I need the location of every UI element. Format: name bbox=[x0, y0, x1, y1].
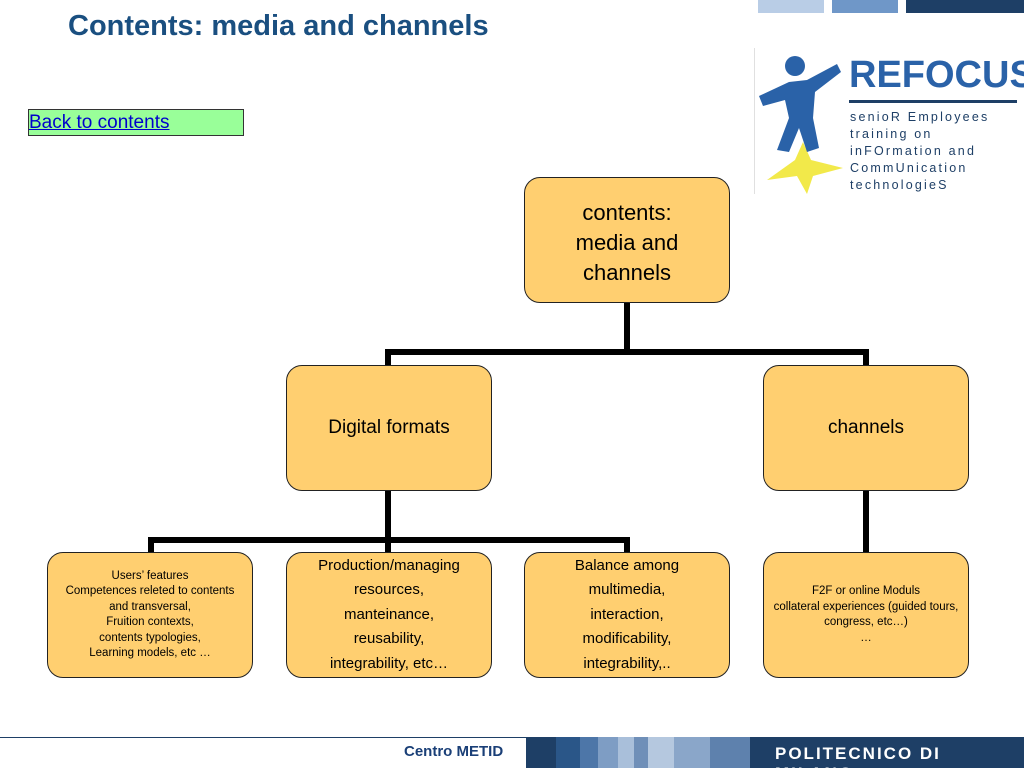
footer-centro-metid: Centro METID bbox=[404, 743, 504, 760]
node-users-features-label: Users’ features Competences releted to c… bbox=[65, 569, 235, 660]
logo-divider bbox=[849, 100, 1017, 103]
footer-band-8 bbox=[674, 737, 710, 768]
footer-politecnico-brand: POLITECNICO DI MILANO bbox=[775, 744, 941, 783]
diagram-connectors bbox=[148, 299, 869, 556]
refocus-logo-title: REFOCUS bbox=[849, 54, 1024, 96]
node-balance-label: Balance among multimedia, interaction, m… bbox=[574, 556, 680, 672]
footer-band-10 bbox=[750, 737, 1024, 768]
node-f2f-label: F2F or online Moduls collateral experien… bbox=[773, 585, 959, 644]
footer-band-9 bbox=[710, 737, 750, 768]
node-channels-label: channels bbox=[827, 417, 905, 438]
top-bar-mid bbox=[832, 0, 898, 13]
top-bar-dark bbox=[906, 0, 1024, 13]
logo-line-3: inFOrmation and bbox=[850, 144, 977, 158]
node-production-label: Production/managing resources, manteinan… bbox=[318, 556, 460, 672]
node-balance: Balance among multimedia, interaction, m… bbox=[524, 552, 730, 678]
footer-band-7 bbox=[648, 737, 674, 768]
node-digital-formats: Digital formats bbox=[286, 365, 492, 491]
footer-band-3 bbox=[580, 737, 598, 768]
page-title: Contents: media and channels bbox=[68, 10, 489, 42]
node-f2f: F2F or online Moduls collateral experien… bbox=[763, 552, 969, 678]
logo-line-1: senioR Employees bbox=[850, 110, 990, 124]
node-root-label: contents: media and channels bbox=[575, 200, 679, 285]
node-digital-formats-label: Digital formats bbox=[328, 417, 450, 438]
logo-line-2: training on bbox=[850, 127, 933, 141]
logo-line-4: CommUnication bbox=[850, 161, 968, 175]
node-channels: channels bbox=[763, 365, 969, 491]
node-users-features: Users’ features Competences releted to c… bbox=[47, 552, 253, 678]
footer-band-1 bbox=[526, 737, 556, 768]
back-to-contents-link[interactable]: Back to contents bbox=[28, 109, 244, 136]
logo-line-5: technologieS bbox=[850, 178, 949, 192]
top-bar-light bbox=[758, 0, 824, 13]
footer-band-5 bbox=[618, 737, 634, 768]
refocus-figure-icon bbox=[759, 56, 843, 194]
footer-band-4 bbox=[598, 737, 618, 768]
node-production: Production/managing resources, manteinan… bbox=[286, 552, 492, 678]
footer-band-2 bbox=[556, 737, 580, 768]
refocus-logo: REFOCUS senioR Employees training on inF… bbox=[754, 48, 1024, 194]
footer-band-6 bbox=[634, 737, 648, 768]
node-root: contents: media and channels bbox=[524, 177, 730, 303]
footer-rule bbox=[0, 737, 1024, 738]
